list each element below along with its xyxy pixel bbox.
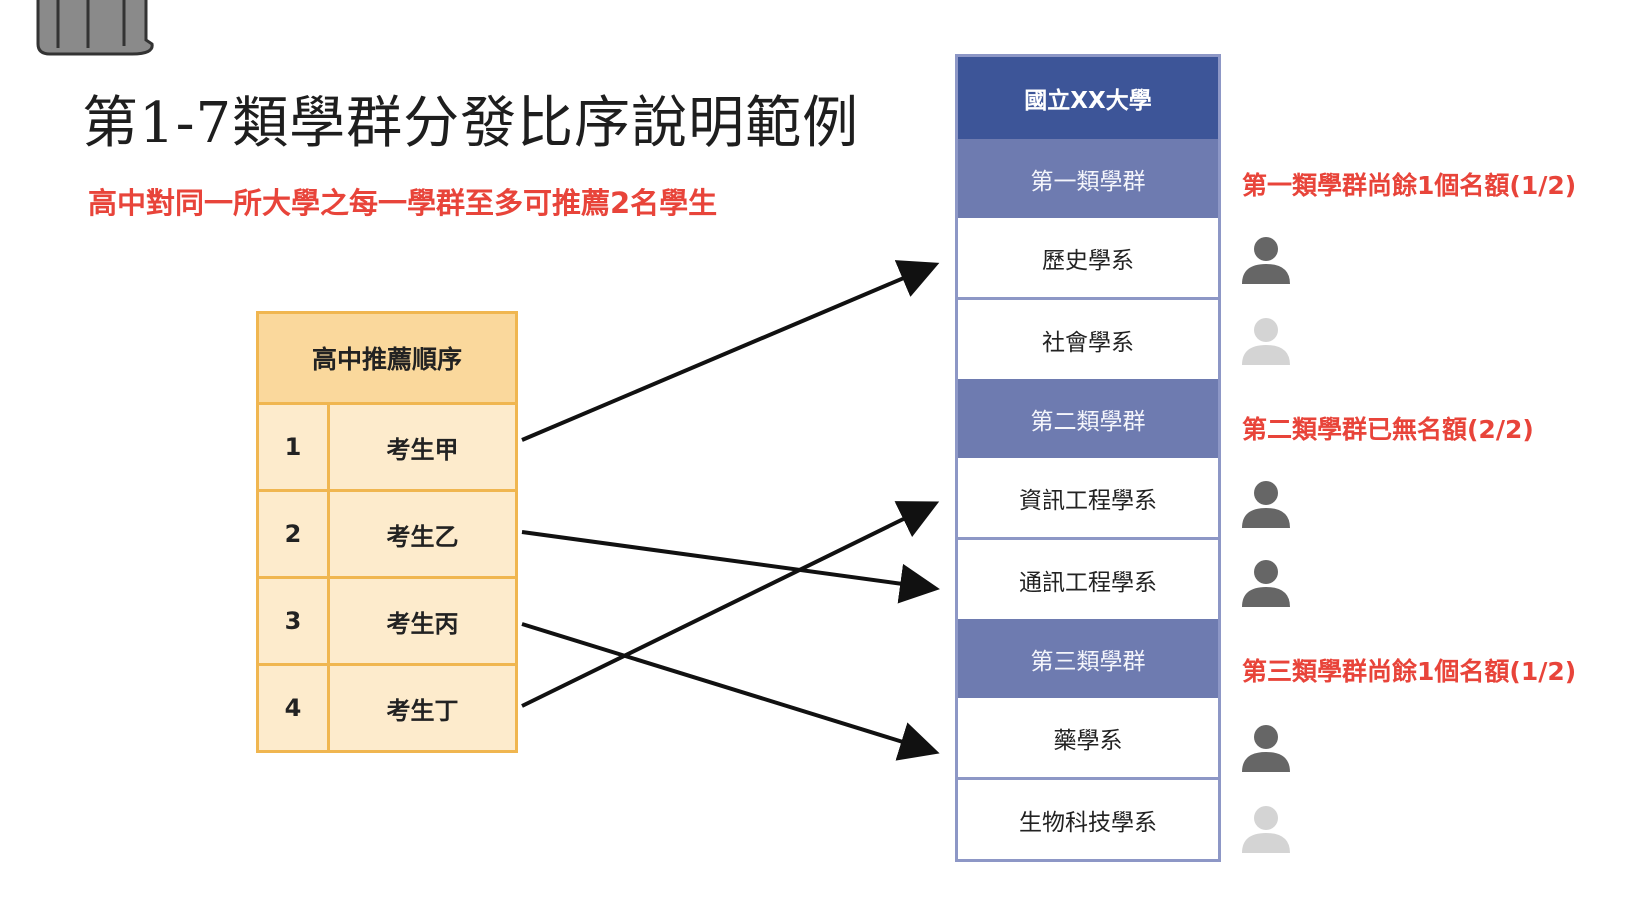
department-cell: 藥學系 [958, 698, 1218, 777]
arrow-student-1-to-history [521, 260, 940, 442]
group-header: 第一類學群 [958, 139, 1218, 218]
group-header: 第二類學群 [958, 379, 1218, 458]
group-header: 第三類學群 [958, 619, 1218, 698]
person-icon [1242, 318, 1290, 365]
department-cell: 社會學系 [958, 300, 1218, 379]
table-row: 2 考生乙 [259, 492, 515, 576]
table-row: 4 考生丁 [259, 666, 515, 750]
student-name: 考生丁 [330, 666, 515, 750]
person-icon [1242, 725, 1290, 772]
rank-number: 2 [259, 492, 327, 576]
table-row: 3 考生丙 [259, 579, 515, 663]
quota-note: 第一類學群尚餘1個名額(1/2) [1242, 171, 1577, 200]
corner-illustration [36, 0, 154, 56]
person-icon [1242, 560, 1290, 607]
university-name: 國立XX大學 [958, 57, 1218, 139]
person-icon [1242, 806, 1290, 853]
recommendation-table: 高中推薦順序 1 考生甲 2 考生乙 3 考生丙 4 考生丁 [256, 311, 518, 753]
arrow-student-2-to-communication [521, 530, 940, 604]
person-icon [1242, 237, 1290, 284]
table-row: 1 考生甲 [259, 405, 515, 489]
university-column: 國立XX大學 第一類學群 歷史學系 社會學系 第二類學群 資訊工程學系 通訊工程… [955, 54, 1221, 862]
student-name: 考生丙 [330, 579, 515, 663]
department-cell: 資訊工程學系 [958, 458, 1218, 537]
rank-number: 4 [259, 666, 327, 750]
person-icon [1242, 481, 1290, 528]
student-name: 考生甲 [330, 405, 515, 489]
rank-number: 1 [259, 405, 327, 489]
arrow-student-3-to-pharmacy [521, 622, 940, 761]
student-name: 考生乙 [330, 492, 515, 576]
department-cell: 歷史學系 [958, 218, 1218, 297]
arrow-student-4-to-cs [521, 501, 940, 708]
recommendation-table-header: 高中推薦順序 [259, 314, 515, 402]
subtitle: 高中對同一所大學之每一學群至多可推薦2名學生 [88, 186, 718, 220]
rank-number: 3 [259, 579, 327, 663]
page-title: 第1-7類學群分發比序說明範例 [82, 91, 860, 156]
quota-note: 第二類學群已無名額(2/2) [1242, 415, 1534, 444]
quota-note: 第三類學群尚餘1個名額(1/2) [1242, 657, 1577, 686]
department-cell: 生物科技學系 [958, 780, 1218, 859]
department-cell: 通訊工程學系 [958, 540, 1218, 619]
